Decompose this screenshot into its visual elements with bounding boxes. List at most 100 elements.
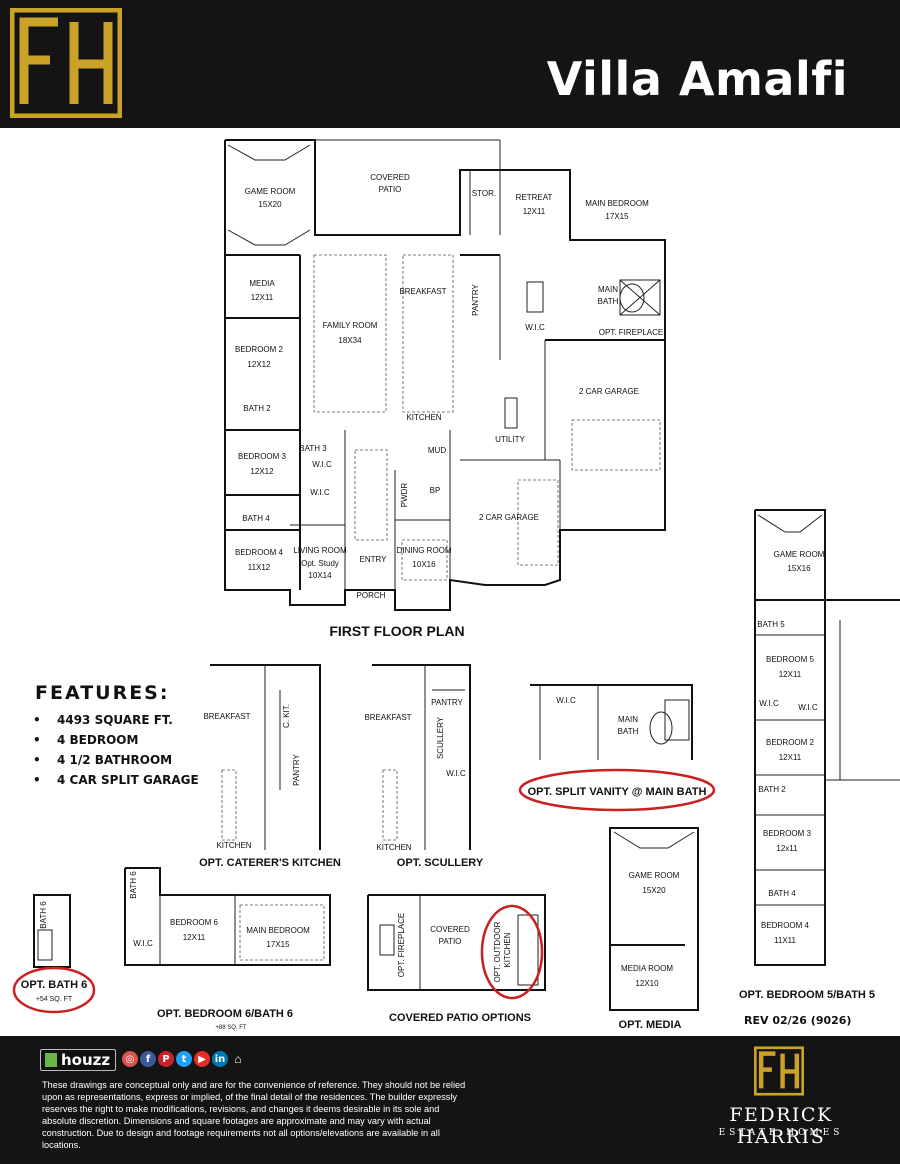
houzz-icon (45, 1053, 57, 1067)
opt-split-vanity-plan: W.I.C MAIN BATH OPT. SPLIT VANITY @ MAIN… (518, 684, 716, 812)
opt-bedroom6-plan: BATH 6 W.I.C BEDROOM 6 12X11 MAIN BEDROO… (124, 867, 331, 1031)
houzz-label: houzz (61, 1051, 111, 1069)
revision-note: REV 02/26 (9026) (744, 1014, 852, 1027)
room-label: BATH 3 (299, 444, 327, 453)
features-heading: FEATURES: (35, 682, 170, 704)
plan-caption: OPT. BEDROOM 6/BATH 6 (157, 1008, 293, 1020)
room-size: 11X12 (248, 563, 271, 572)
room-label: PATIO (379, 185, 402, 194)
room-size: 12X12 (250, 467, 274, 476)
floor-plans: GAME ROOM 15X20 COVERED PATIO STOR. RETR… (12, 139, 900, 1031)
room-size: 12x11 (776, 844, 798, 853)
social-links: ◎ f P t ▶ in ⌂ (122, 1051, 246, 1067)
room-label: GAME ROOM (245, 187, 296, 196)
twitter-icon[interactable]: t (176, 1051, 192, 1067)
room-label: W.I.C (556, 696, 576, 705)
feature-item: 4493 SQUARE FT. (35, 710, 199, 730)
room-label: MEDIA (249, 279, 275, 288)
room-label: BATH 5 (757, 620, 785, 629)
room-label: BEDROOM 5 (766, 655, 815, 664)
room-label: W.I.C (446, 769, 466, 778)
room-size: 17X15 (605, 212, 629, 221)
sqft-note: +88 SQ. FT (215, 1025, 247, 1031)
brand-subtitle: ESTATE HOMES (718, 1128, 844, 1138)
room-label: BREAKFAST (399, 287, 446, 296)
room-size: 12X12 (247, 360, 271, 369)
room-label: BEDROOM 2 (766, 738, 815, 747)
room-size: 12X11 (779, 670, 802, 679)
room-label: BP (430, 486, 441, 495)
room-label: LIVING ROOM (293, 546, 347, 555)
room-label: PANTRY (292, 753, 301, 785)
room-label: BEDROOM 3 (238, 452, 287, 461)
fh-logo-icon (10, 8, 122, 118)
room-label: KITCHEN (216, 841, 251, 850)
room-label: BEDROOM 6 (170, 918, 219, 927)
room-label: BREAKFAST (203, 712, 250, 721)
room-label: W.I.C (759, 699, 779, 708)
opt-media-plan: GAME ROOM 15X20 MEDIA ROOM 12X10 OPT. ME… (609, 827, 699, 1031)
room-label: BATH 4 (768, 889, 796, 898)
room-label: W.I.C (798, 703, 818, 712)
plan-caption: OPT. SPLIT VANITY @ MAIN BATH (528, 786, 707, 798)
room-label: PANTRY (471, 283, 480, 315)
youtube-icon[interactable]: ▶ (194, 1051, 210, 1067)
room-size: 12X11 (523, 207, 546, 216)
room-label: ENTRY (360, 555, 388, 564)
plan-caption: OPT. SCULLERY (397, 857, 484, 869)
room-label: PATIO (439, 937, 462, 946)
room-label: STOR. (472, 189, 496, 198)
room-label: KITCHEN (406, 413, 441, 422)
room-label: PANTRY (431, 698, 463, 707)
opt-bath6-plan: BATH 6 OPT. BATH 6 +54 SQ. FT (12, 894, 96, 1014)
room-label: GAME ROOM (629, 871, 680, 880)
room-label: W.I.C (133, 939, 153, 948)
room-label: SCULLERY (436, 716, 445, 759)
room-label: MAIN BEDROOM (585, 199, 649, 208)
room-label: MAIN (598, 285, 618, 294)
room-label: PORCH (357, 591, 386, 600)
room-size: 17X15 (266, 940, 290, 949)
room-size: 10X14 (308, 571, 332, 580)
room-label: MAIN (618, 715, 638, 724)
room-label: 2 CAR GARAGE (579, 387, 639, 396)
room-label: W.I.C (312, 460, 332, 469)
room-label: OPT. FIREPLACE (397, 913, 406, 977)
room-label: BEDROOM 3 (763, 829, 812, 838)
feature-item: 4 BEDROOM (35, 730, 199, 750)
instagram-icon[interactable]: ◎ (122, 1051, 138, 1067)
equal-housing-icon: ⌂ (234, 1052, 242, 1066)
disclaimer-text: These drawings are conceptual only and a… (42, 1080, 466, 1150)
room-label: OPT. FIREPLACE (599, 328, 663, 337)
room-label: COVERED (430, 925, 470, 934)
highlight-ring (480, 904, 544, 1000)
room-label: BATH 4 (242, 514, 270, 523)
opt-caterers-kitchen-plan: BREAKFAST C. KIT. PANTRY KITCHEN OPT. CA… (199, 664, 341, 869)
opt-scullery-plan: BREAKFAST PANTRY SCULLERY W.I.C KITCHEN … (364, 664, 484, 869)
facebook-icon[interactable]: f (140, 1051, 156, 1067)
first-floor-plan: GAME ROOM 15X20 COVERED PATIO STOR. RETR… (224, 139, 666, 639)
room-label: BATH 2 (758, 785, 786, 794)
plan-caption: OPT. CATERER'S KITCHEN (199, 857, 341, 869)
room-label: MEDIA ROOM (621, 964, 673, 973)
room-label: MAIN BEDROOM (246, 926, 310, 935)
room-size: 15X20 (642, 886, 666, 895)
highlight-ring (12, 966, 96, 1014)
room-label: 2 CAR GARAGE (479, 513, 539, 522)
covered-patio-options-plan: OPT. FIREPLACE COVERED PATIO OPT. OUTDOO… (367, 894, 546, 1024)
feature-item: 4 CAR SPLIT GARAGE (35, 770, 199, 790)
room-label: PWDR (400, 483, 409, 508)
room-label: BATH (598, 297, 619, 306)
room-label: UTILITY (495, 435, 525, 444)
room-size: 12X11 (251, 293, 274, 302)
room-label: OPT. OUTDOOR (493, 921, 502, 982)
linkedin-icon[interactable]: in (212, 1051, 228, 1067)
room-label: BEDROOM 4 (761, 921, 810, 930)
plan-caption: FIRST FLOOR PLAN (329, 623, 464, 639)
room-label: BEDROOM 4 (235, 548, 284, 557)
room-label: BREAKFAST (364, 713, 411, 722)
room-label: W.I.C (310, 488, 330, 497)
pinterest-icon[interactable]: P (158, 1051, 174, 1067)
houzz-badge[interactable]: houzz (40, 1049, 116, 1071)
room-label: RETREAT (516, 193, 553, 202)
